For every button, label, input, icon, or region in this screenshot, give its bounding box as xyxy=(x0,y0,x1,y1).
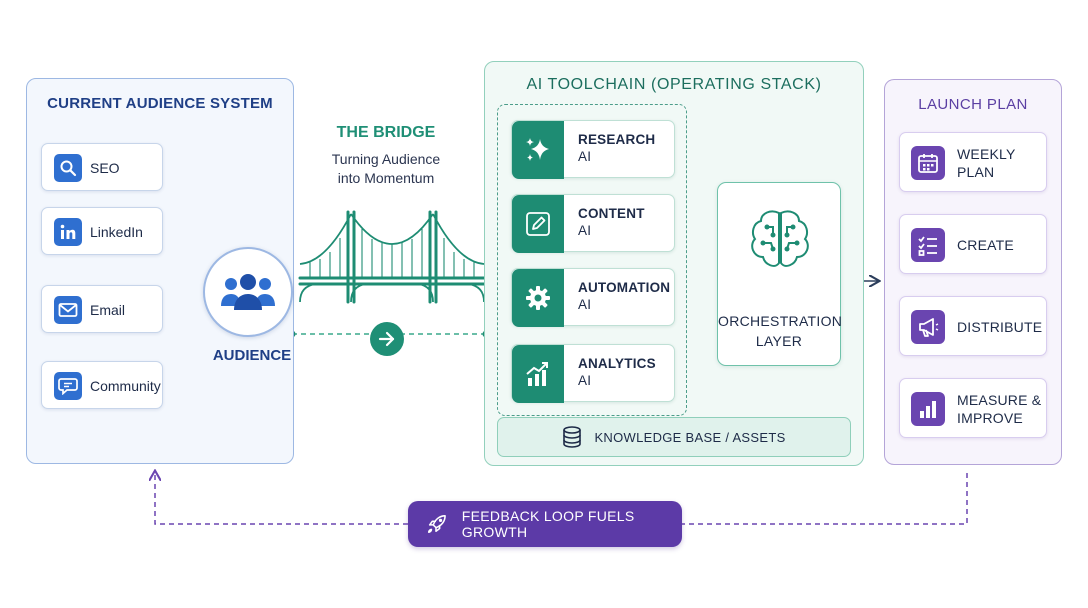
orchestration-label-line2: LAYER xyxy=(755,333,803,349)
plan-step-label-line2: IMPROVE xyxy=(957,410,1023,426)
feedback-loop-label: FEEDBACK LOOP FUELS GROWTH xyxy=(461,508,635,540)
source-label: Community xyxy=(90,378,161,394)
source-card-seo[interactable]: SEO xyxy=(41,143,163,191)
panel-title: LAUNCH PLAN xyxy=(918,96,1028,113)
email-icon xyxy=(54,296,82,324)
bridge-subtitle-line2: into Momentum xyxy=(337,170,435,186)
tool-label: CONTENT AI xyxy=(578,205,645,239)
tool-label-line1: AUTOMATION xyxy=(578,280,671,295)
pencil-icon xyxy=(512,195,564,253)
megaphone-icon xyxy=(911,310,945,344)
plan-step-label-line1: MEASURE & xyxy=(957,392,1042,408)
ai-tools-group xyxy=(497,104,687,416)
database-icon xyxy=(563,426,582,448)
panel-title: AI TOOLCHAIN (OPERATING STACK) xyxy=(526,76,822,93)
plan-step-label-line1: CREATE xyxy=(957,237,1014,253)
source-card-linkedin[interactable]: LinkedIn xyxy=(41,207,163,255)
bridge-arrow-button[interactable] xyxy=(370,322,404,356)
linkedin-icon xyxy=(54,218,82,246)
feedback-loop-pill[interactable]: FEEDBACK LOOP FUELS GROWTH xyxy=(408,501,682,547)
tool-label-line1: ANALYTICS xyxy=(578,356,656,371)
audience-label: AUDIENCE xyxy=(212,347,292,364)
ai-toolchain-panel: AI TOOLCHAIN (OPERATING STACK) RESEARCH … xyxy=(484,61,864,466)
gear-icon xyxy=(512,269,564,327)
plan-step-measure-improve[interactable]: MEASURE & IMPROVE xyxy=(899,378,1047,438)
bridge-illustration xyxy=(298,210,486,304)
orchestration-label-line1: ORCHESTRATION xyxy=(718,313,843,329)
current-audience-system-panel: CURRENT AUDIENCE SYSTEM SEO LinkedIn Ema… xyxy=(26,78,294,464)
tool-label-line2: AI xyxy=(578,297,592,312)
chat-bubble-icon xyxy=(54,372,82,400)
source-card-community[interactable]: Community xyxy=(41,361,163,409)
tool-label-line1: RESEARCH xyxy=(578,132,656,147)
brain-circuit-icon xyxy=(751,210,809,267)
plan-step-label: DISTRIBUTE xyxy=(957,297,1042,357)
trending-chart-icon xyxy=(512,345,564,403)
tool-label-line2: AI xyxy=(578,223,592,238)
source-label: LinkedIn xyxy=(90,224,143,240)
tool-label-line1: CONTENT xyxy=(578,206,645,221)
bridge-title: THE BRIDGE xyxy=(336,124,436,141)
feedback-loop-connector xyxy=(155,472,968,525)
audience-hub[interactable] xyxy=(203,247,293,337)
people-group-icon xyxy=(221,274,275,310)
source-label: Email xyxy=(90,302,126,318)
tool-card-research-ai[interactable]: RESEARCH AI xyxy=(511,120,675,179)
rocket-icon xyxy=(427,515,446,533)
orchestration-layer[interactable]: ORCHESTRATION LAYER xyxy=(717,182,843,366)
tool-card-content-ai[interactable]: CONTENT AI xyxy=(511,194,675,253)
panel-title: CURRENT AUDIENCE SYSTEM xyxy=(47,95,273,112)
tool-label: AUTOMATION AI xyxy=(578,279,670,313)
tool-label-line2: AI xyxy=(578,149,592,164)
tool-label: ANALYTICS AI xyxy=(578,355,656,389)
arrow-right-icon xyxy=(378,331,395,347)
plan-step-create[interactable]: CREATE xyxy=(899,214,1047,274)
plan-step-weekly-plan[interactable]: WEEKLY PLAN xyxy=(899,132,1047,192)
sparkles-icon xyxy=(512,121,564,179)
source-label: SEO xyxy=(90,160,120,176)
tool-label: RESEARCH AI xyxy=(578,131,655,165)
search-icon xyxy=(54,154,82,182)
tool-card-automation-ai[interactable]: AUTOMATION AI xyxy=(511,268,675,327)
bridge-subtitle: Turning Audience into Momentum xyxy=(296,150,476,188)
plan-step-label: WEEKLY PLAN xyxy=(957,133,1046,193)
orchestration-label: ORCHESTRATION LAYER xyxy=(718,311,843,351)
bar-chart-icon xyxy=(911,392,945,426)
source-card-email[interactable]: Email xyxy=(41,285,163,333)
bridge-subtitle-line1: Turning Audience xyxy=(331,151,441,167)
tool-label-line2: AI xyxy=(578,373,592,388)
launch-plan-panel: LAUNCH PLAN WEEKLY PLAN CREATE DISTRIBUT… xyxy=(884,79,1062,465)
checklist-icon xyxy=(911,228,945,262)
plan-step-label: MEASURE & IMPROVE xyxy=(957,379,1041,439)
plan-step-label: CREATE xyxy=(957,215,1014,275)
knowledge-base-bar[interactable]: KNOWLEDGE BASE / ASSETS xyxy=(497,417,851,457)
calendar-icon xyxy=(911,146,945,180)
tool-card-analytics-ai[interactable]: ANALYTICS AI xyxy=(511,344,675,403)
knowledge-base-label: KNOWLEDGE BASE / ASSETS xyxy=(594,429,786,445)
plan-step-distribute[interactable]: DISTRIBUTE xyxy=(899,296,1047,356)
plan-step-label-line1: DISTRIBUTE xyxy=(957,319,1043,335)
plan-step-label-line1: WEEKLY PLAN xyxy=(957,146,1016,180)
